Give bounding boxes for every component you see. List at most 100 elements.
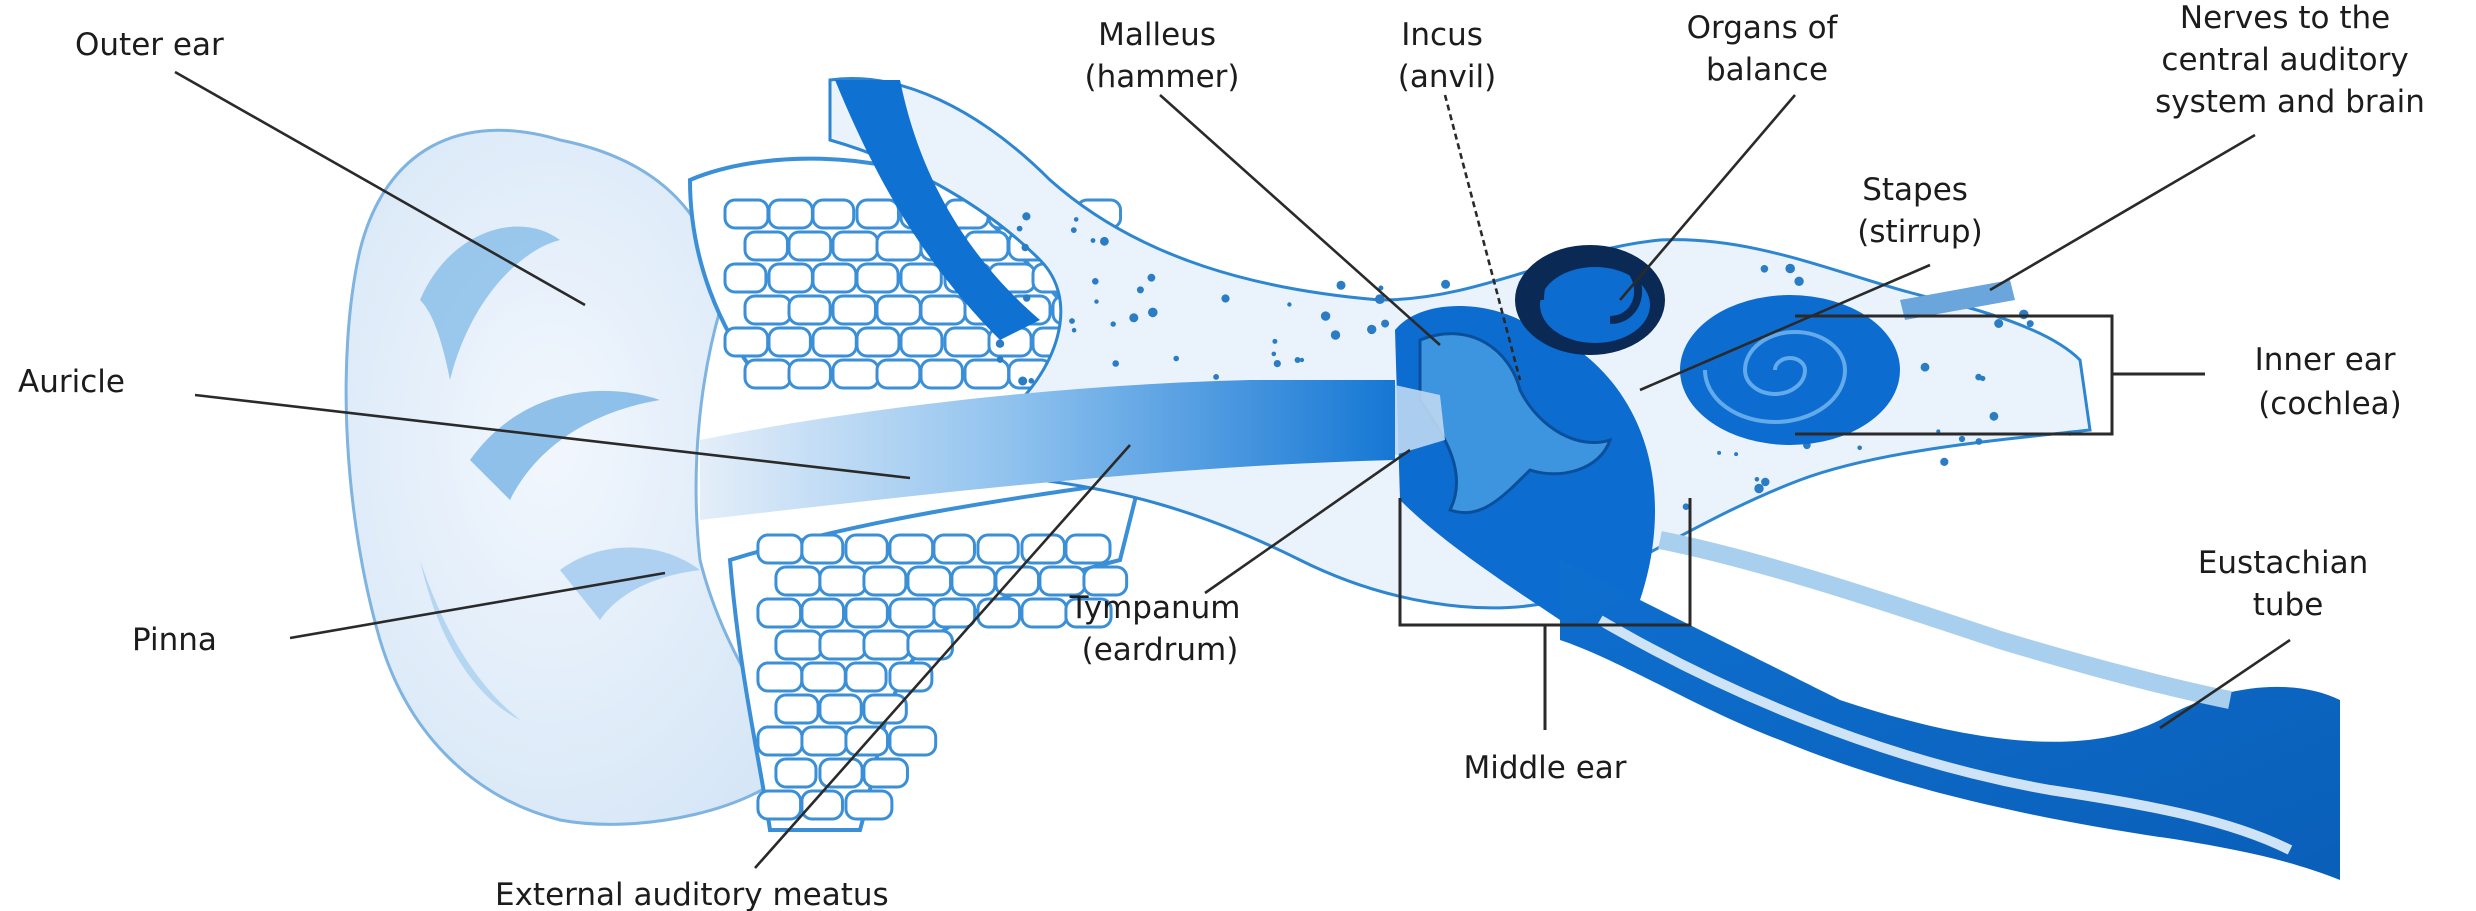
bone-dot [1717,451,1721,455]
tissue-cell [758,535,802,563]
bone-dot [1381,320,1389,328]
tissue-cell [833,232,878,260]
label-tympanum: Tympanum (eardrum) [1069,590,1251,668]
bone-dot [1091,238,1096,243]
bone-dot [1148,274,1156,282]
bone-dot [2019,310,2029,320]
tissue-cell [802,727,846,755]
tissue-cell [745,232,787,260]
tissue-cell [758,727,802,755]
label-external-auditory-meatus: External auditory meatus [495,877,889,911]
label-malleus: Malleus (hammer) [1084,17,1239,95]
tissue-cell [846,663,886,691]
tissue-cell [921,296,965,324]
bone-dot [1441,280,1450,289]
bone-dot [1337,281,1346,290]
tissue-cell [877,296,920,324]
label-outer-ear: Outer ear [75,27,224,63]
tissue-cell [820,567,866,595]
label-organs-of-balance: Organs of balance [1687,10,1848,88]
tissue-cell [978,599,1020,627]
bone-dot [1794,277,1803,286]
tissue-cell [877,360,920,388]
bone-dot [1023,294,1030,301]
tissue-cell [857,264,898,292]
tissue-cell [846,535,887,563]
tissue-cell [864,759,908,787]
label-incus: Incus (anvil) [1398,17,1496,95]
bone-dot [1321,311,1330,320]
bone-dot [1092,278,1099,285]
tissue-cell [890,599,934,627]
bone-dot [1761,478,1769,486]
tissue-cell [890,535,933,563]
tissue-cell [776,759,816,787]
bone-dot [1111,321,1116,326]
tissue-cell [789,360,830,388]
tissue-cell [857,328,899,356]
tissue-cell [1066,535,1110,563]
tissue-cell [789,296,830,324]
tissue-cell [769,264,812,292]
tissue-cell [833,296,876,324]
tissue-cell [776,695,818,723]
tissue-cell [802,535,843,563]
bone-dot [1367,325,1376,334]
tissue-cell [769,328,810,356]
label-stapes: Stapes (stirrup) [1857,172,1982,250]
label-eustachian-tube: Eustachian tube [2198,545,2378,623]
tissue-cell [864,695,906,723]
bone-dot [1272,352,1277,357]
tissue-cell [857,200,898,228]
bone-dot [1295,357,1301,363]
tissue-cell [965,360,1009,388]
tissue-cell [789,232,831,260]
bone-dot [1213,374,1219,380]
eustachian-tube-shape [1560,560,2340,880]
tissue-cell [908,567,951,595]
bone-dot [1173,356,1179,362]
tissue-cell [901,328,942,356]
tissue-cell [820,631,866,659]
tissue-cell [725,200,768,228]
tissue-cell [813,264,856,292]
tissue-cell [820,759,862,787]
bone-dot [1734,452,1738,456]
tissue-cell [745,360,791,388]
bone-dot [1221,294,1229,302]
tissue-cell [846,791,892,819]
tissue-cell [978,535,1018,563]
bone-dot [1940,458,1948,466]
tissue-cell [758,599,801,627]
bone-dot [1017,226,1023,232]
label-middle-ear: Middle ear [1463,750,1626,786]
bone-dot [1976,438,1983,445]
bone-dot [1029,378,1035,384]
bone-dot [1094,299,1098,303]
bone-dot [1100,237,1109,246]
bone-dot [996,340,1004,348]
bone-dot [1683,503,1690,510]
bone-dot [1921,363,1930,372]
label-nerves: Nerves to the central auditory system an… [2155,0,2425,120]
tissue-cell [758,791,801,819]
bone-dot [1785,264,1795,274]
bone-dot [1990,412,1999,421]
tissue-cell [776,631,822,659]
bone-dot [1994,319,2003,328]
tissue-cell [890,727,936,755]
bone-dot [1074,217,1079,222]
bone-dot [1021,244,1028,251]
bone-dot [1071,227,1077,233]
tissue-cell [864,631,909,659]
tissue-cell [945,328,990,356]
tissue-cell [813,200,854,228]
tissue-cell [952,567,995,595]
tissue-cell [725,328,768,356]
bone-dot [1331,330,1340,339]
bone-dot [1959,436,1965,442]
tissue-cell [1022,599,1067,627]
tissue-cell [725,264,766,292]
bone-dot [1272,339,1277,344]
